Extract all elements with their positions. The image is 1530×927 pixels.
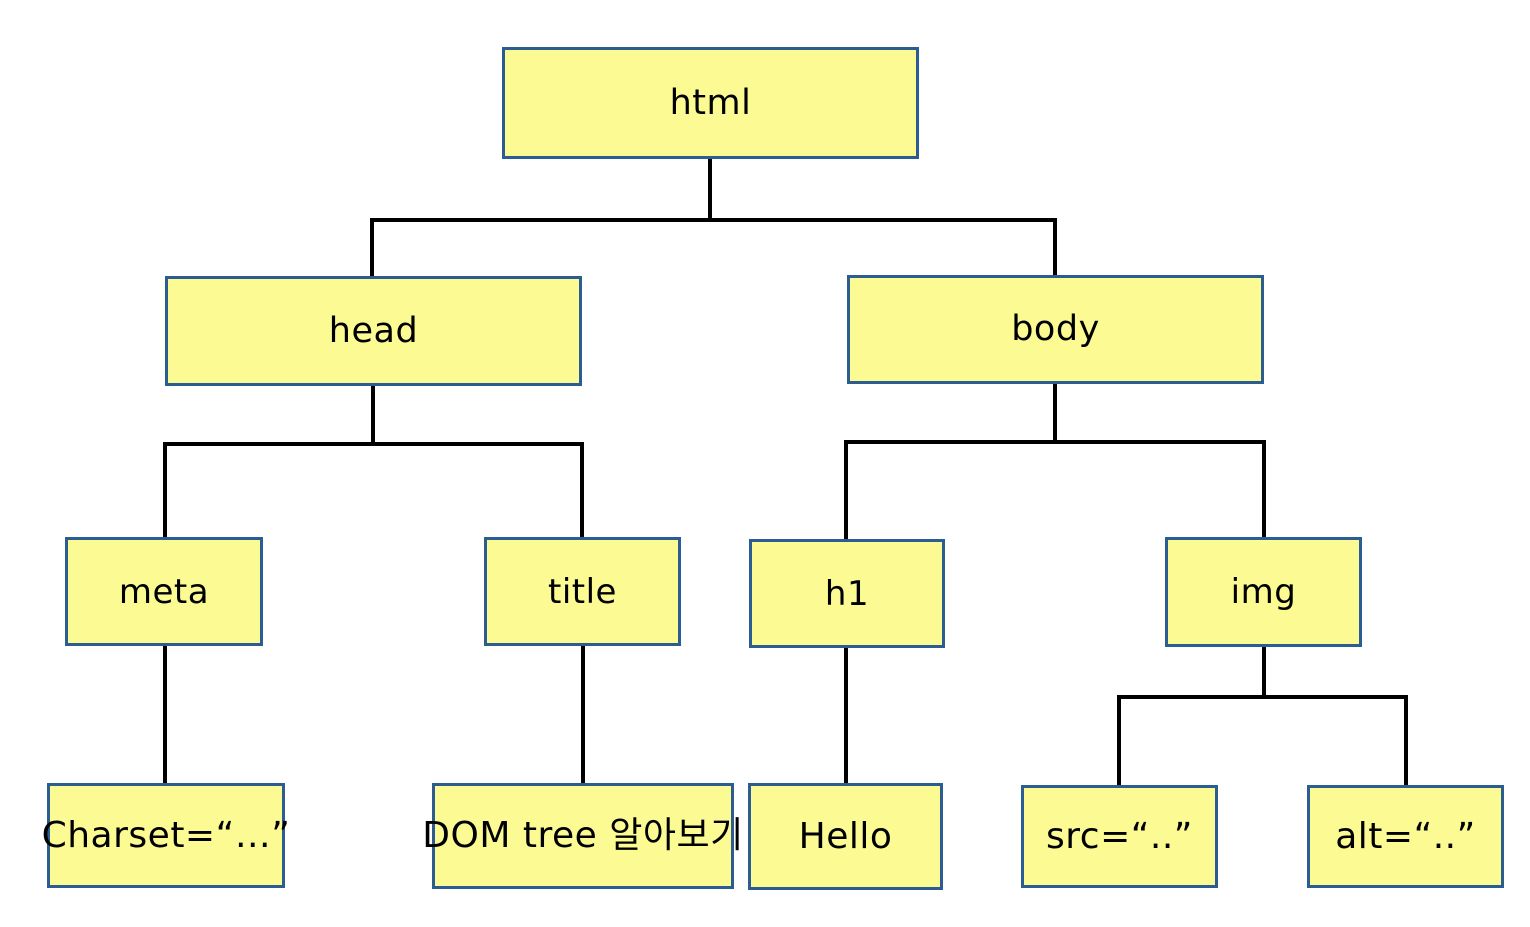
node-dom-tree-text[interactable]: DOM tree 알아보기 — [422, 783, 743, 889]
node-head[interactable]: head — [165, 276, 582, 386]
node-meta-label: meta — [118, 571, 210, 612]
node-body[interactable]: body — [847, 275, 1264, 384]
node-html-label: html — [669, 82, 752, 123]
node-hello[interactable]: Hello — [748, 783, 943, 890]
node-img[interactable]: img — [1165, 537, 1362, 647]
node-head-label: head — [328, 310, 419, 351]
node-hello-label: Hello — [798, 815, 893, 857]
node-charset-label: Charset=“…” — [41, 814, 291, 856]
node-body-label: body — [1011, 309, 1100, 349]
node-title-label: title — [548, 571, 617, 612]
node-meta[interactable]: meta — [65, 537, 263, 646]
node-html[interactable]: html — [502, 47, 919, 159]
node-title[interactable]: title — [484, 537, 681, 646]
node-alt[interactable]: alt=“..” — [1307, 785, 1504, 888]
edge-img-children — [1117, 647, 1408, 787]
edge-head-children — [163, 386, 584, 539]
node-src-label: src=“..” — [1046, 815, 1193, 857]
edge-html-children — [370, 159, 1057, 278]
node-charset[interactable]: Charset=“…” — [42, 783, 290, 888]
node-h1-label: h1 — [824, 573, 870, 614]
node-img-label: img — [1230, 572, 1297, 612]
node-alt-label: alt=“..” — [1335, 815, 1476, 857]
node-dom-tree-text-label: DOM tree 알아보기 — [422, 815, 744, 856]
node-src[interactable]: src=“..” — [1021, 785, 1218, 888]
node-h1[interactable]: h1 — [749, 539, 945, 648]
edge-body-children — [844, 384, 1266, 541]
